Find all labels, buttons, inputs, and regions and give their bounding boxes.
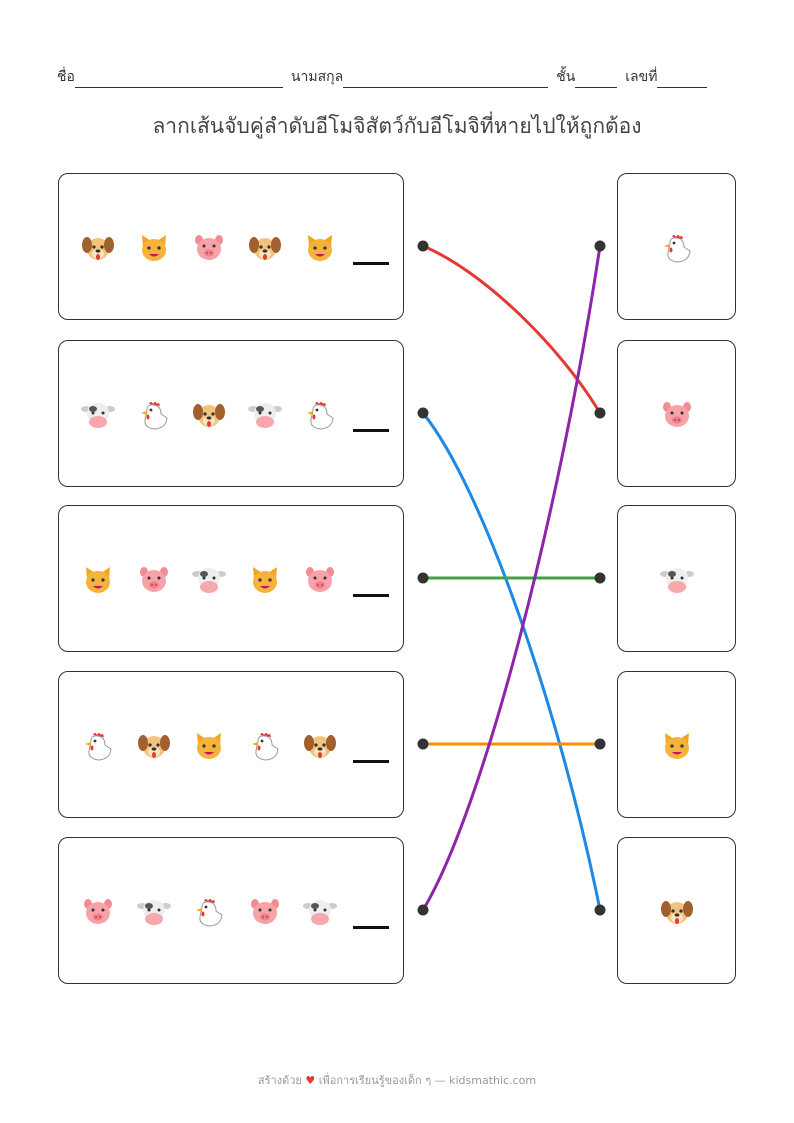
- connection-line[interactable]: [421, 245, 602, 911]
- missing-blank: [353, 262, 389, 265]
- answer-box: [617, 837, 736, 984]
- left-connector-dot[interactable]: [417, 904, 429, 916]
- answer-box: [617, 340, 736, 487]
- missing-blank: [353, 594, 389, 597]
- footer-credit: เพื่อการเรียนรู้ของเด็ก ๆ — kidsmathic.c…: [318, 1074, 537, 1087]
- answer-box: [617, 671, 736, 818]
- page-title: ลากเส้นจับคู่ลำดับอีโมจิสัตว์กับอีโมจิที…: [152, 114, 642, 138]
- right-connector-dot[interactable]: [594, 240, 606, 252]
- right-connector-dot[interactable]: [594, 572, 606, 584]
- number-field[interactable]: [657, 71, 708, 88]
- surname-label: นามสกุล: [290, 69, 344, 85]
- left-connector-dot[interactable]: [417, 572, 429, 584]
- sequence-box: [58, 505, 404, 652]
- sequence-box: [58, 837, 404, 984]
- name-field[interactable]: [74, 71, 283, 88]
- right-connector-dot[interactable]: [594, 407, 606, 419]
- right-connector-dot[interactable]: [594, 738, 606, 750]
- number-label: เลขที่: [625, 69, 658, 85]
- footer: สร้างด้วย ♥ เพื่อการเรียนรู้ของเด็ก ๆ — …: [0, 1071, 794, 1089]
- connection-line[interactable]: [421, 412, 602, 911]
- sequence-box: [58, 671, 404, 818]
- left-connector-dot[interactable]: [417, 407, 429, 419]
- name-label: ชื่อ: [57, 69, 75, 85]
- footer-made-with: สร้างด้วย: [257, 1074, 302, 1087]
- left-connector-dot[interactable]: [417, 240, 429, 252]
- answer-box: [617, 173, 736, 320]
- sequence-box: [58, 173, 404, 320]
- connection-line[interactable]: [422, 244, 602, 414]
- class-field[interactable]: [575, 71, 618, 88]
- sequence-box: [58, 340, 404, 487]
- surname-field[interactable]: [343, 71, 549, 88]
- missing-blank: [353, 429, 389, 432]
- answer-box: [617, 505, 736, 652]
- student-info-header: ชื่อ นามสกุล ชั้น เลขที่: [57, 66, 749, 88]
- heart-icon: ♥: [305, 1074, 316, 1087]
- missing-blank: [353, 760, 389, 763]
- class-label: ชั้น: [556, 69, 576, 85]
- missing-blank: [353, 926, 389, 929]
- left-connector-dot[interactable]: [417, 738, 429, 750]
- right-connector-dot[interactable]: [594, 904, 606, 916]
